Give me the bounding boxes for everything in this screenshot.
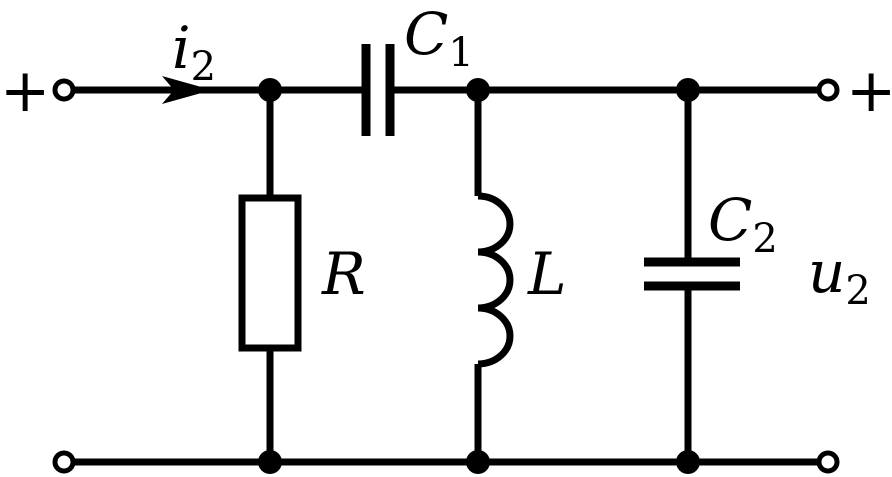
junction-node [466, 450, 490, 474]
resistor-label: R [321, 240, 366, 308]
junction-node [258, 450, 282, 474]
resistor-body [238, 194, 302, 352]
current-arrow-icon [162, 76, 212, 104]
current-label: i2 [172, 14, 216, 90]
junction-node [676, 450, 700, 474]
left-plus-sign: + [0, 56, 50, 126]
terminal-bottom-left [52, 450, 76, 474]
junction-node [676, 78, 700, 102]
terminal-top-left [52, 78, 76, 102]
terminal-bottom-right [816, 450, 840, 474]
inductor-coil [477, 192, 514, 368]
capacitor-c2-label: C2 [708, 186, 778, 262]
capacitor-c1-label: C1 [404, 0, 474, 76]
right-plus-sign: + [846, 56, 892, 126]
junction-node [258, 78, 282, 102]
voltage-label: u2 [808, 238, 871, 314]
inductor-label: L [527, 240, 567, 308]
terminal-top-right [816, 78, 840, 102]
junction-node [466, 78, 490, 102]
